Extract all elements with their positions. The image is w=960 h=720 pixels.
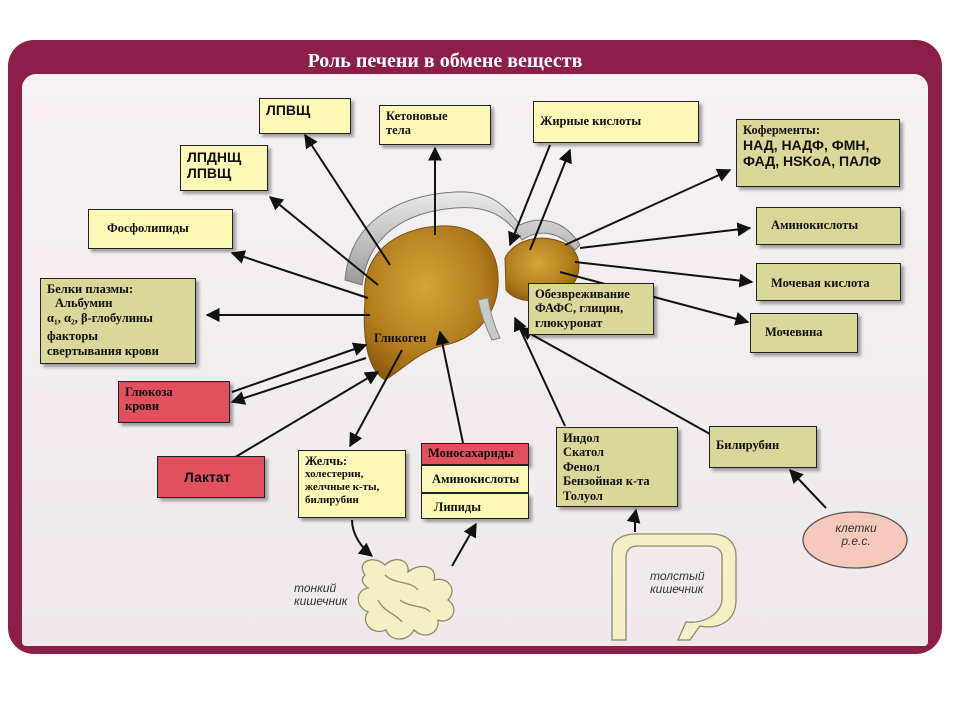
box-lipids: Липиды (421, 493, 529, 519)
arrow-to-lpvsch (304, 133, 391, 266)
box-fatty-acids: Жирные кислоты (533, 101, 699, 143)
res-line-1: клетки (835, 521, 877, 535)
large-intestine-label: толстый кишечник (650, 570, 705, 595)
detox-line-3: глюкуронат (535, 315, 603, 330)
arrow-to-urea (559, 271, 750, 326)
glucose-line-2: крови (125, 399, 160, 414)
indole-line-2: Скатол (563, 445, 605, 460)
box-blood-glucose: Глюкоза крови (118, 381, 230, 423)
small-intestine-line-1: тонкий (294, 581, 337, 595)
plasma-line-2: Альбумин (55, 296, 113, 311)
coenzymes-line-2: НАД, НАДФ, ФМН, (743, 137, 870, 154)
lpdnsch-line-1: ЛПДНЩ (187, 149, 242, 165)
lactate-text: Лактат (184, 469, 231, 485)
arrow-to-phospholipids (230, 250, 369, 299)
arrow-from-lactate (221, 371, 380, 466)
box-lpdnsch: ЛПДНЩ ЛПВЩ (180, 145, 268, 191)
center-label-glycogen: Гликоген (374, 331, 427, 345)
phospholipids-text: Фосфолипиды (107, 221, 189, 235)
coenzymes-line-1: Коферменты: (743, 123, 820, 137)
box-amino-acids-out: Аминокислоты (756, 207, 901, 245)
box-bile: Желчь: холестерин, желчные к-ты, билируб… (298, 450, 406, 518)
arrow-intestine-to-nutrients (451, 522, 477, 567)
box-monosaccharides: Моносахариды (421, 443, 529, 465)
bile-line-3: желчные к-ты, (305, 481, 380, 494)
large-intestine-illustration (611, 533, 737, 641)
arrow-to-uric-acid (574, 261, 754, 288)
detox-line-1: Обезвреживание (535, 287, 630, 301)
arrow-to-bile (349, 349, 403, 448)
arrow-colon-to-indole (626, 508, 641, 533)
urea-text: Мочевина (765, 325, 823, 339)
small-intestine-illustration (357, 559, 455, 640)
box-coenzymes: Коферменты: НАД, НАДФ, ФМН, ФАД, HSKoA, … (736, 119, 900, 187)
lpdnsch-line-2: ЛПВЩ (187, 165, 232, 182)
box-amino-acids-in: Аминокислоты (421, 465, 529, 493)
uric-acid-text: Мочевая кислота (771, 276, 870, 290)
amino-acids-out-text: Аминокислоты (771, 218, 859, 232)
box-indole-group: Индол Скатол Фенол Бензойная к-та Толуол (556, 427, 678, 507)
glucose-line-1: Глюкоза (125, 385, 173, 399)
box-ketone-bodies: Кетоновые тела (379, 105, 491, 145)
res-cells-ellipse (802, 511, 908, 569)
plasma-line-5: свертывания крови (47, 343, 159, 358)
liver-ligament (477, 297, 501, 341)
small-intestine-line-2: кишечник (294, 593, 348, 608)
box-phospholipids: Фосфолипиды (88, 209, 233, 249)
slide-title: Роль печени в обмене веществ (307, 50, 583, 72)
plasma-line-3: α₁, α₂, β-глобулины (47, 310, 153, 325)
arrow-from-monosaccharides (435, 330, 464, 444)
box-urea: Мочевина (750, 313, 858, 353)
amino-acids-in-text: Аминокислоты (432, 472, 520, 486)
fatty-acids-text: Жирные кислоты (540, 114, 642, 128)
arrow-from-res (789, 468, 827, 509)
plasma-line-4: факторы (47, 329, 99, 344)
small-intestine-label: тонкий кишечник (294, 582, 347, 607)
coenzymes-line-3: ФАД, HSKoA, ПАЛФ (743, 153, 882, 170)
indole-line-4: Бензойная к-та (563, 474, 650, 489)
arrow-bile-to-intestine (351, 519, 374, 557)
arrow-from-fatty-acids-2 (529, 148, 572, 251)
box-bilirubin: Билирубин (709, 426, 817, 468)
box-lpvsch-top-text: ЛПВЩ (266, 102, 311, 118)
arrow-from-glucose (231, 342, 368, 393)
arrow-group (205, 133, 827, 567)
lipids-text: Липиды (434, 500, 482, 514)
box-detox: Обезвреживание ФАФС, глицин, глюкуронат (528, 283, 654, 335)
arrow-to-lpdnsch (268, 196, 379, 286)
bilirubin-text: Билирубин (716, 438, 780, 452)
large-intestine-line-2: кишечник (650, 581, 704, 596)
detox-line-2: ФАФС, глицин, (535, 301, 624, 316)
box-uric-acid: Мочевая кислота (756, 263, 901, 301)
arrow-from-fatty-acids-1 (508, 144, 551, 247)
bile-line-1: Желчь: (305, 454, 348, 468)
arrow-to-detox-2 (518, 327, 711, 435)
liver-left-lobe (363, 225, 499, 381)
arrow-to-glucose (230, 357, 367, 405)
indole-line-3: Фенол (563, 459, 600, 474)
res-line-2: р.е.с. (841, 533, 871, 548)
box-plasma-proteins: Белки плазмы: Альбумин α₁, α₂, β-глобули… (40, 278, 196, 364)
plasma-line-1: Белки плазмы: (47, 282, 134, 296)
ketone-line-1: Кетоновые (386, 109, 448, 123)
ketone-line-2: тела (386, 123, 411, 138)
arrow-to-amino-out (579, 222, 752, 249)
res-cells-label: клетки р.е.с. (816, 522, 896, 547)
indole-line-1: Индол (563, 431, 600, 445)
large-intestine-line-1: толстый (650, 569, 705, 583)
box-lpvsch-top: ЛПВЩ (259, 98, 351, 134)
monosaccharides-text: Моносахариды (428, 446, 514, 460)
bile-line-2: холестерин, (305, 468, 364, 481)
arrow-to-coenzymes (564, 168, 732, 246)
box-lactate: Лактат (157, 456, 265, 498)
bile-line-4: билирубин (305, 493, 359, 506)
indole-line-5: Толуол (563, 488, 603, 503)
